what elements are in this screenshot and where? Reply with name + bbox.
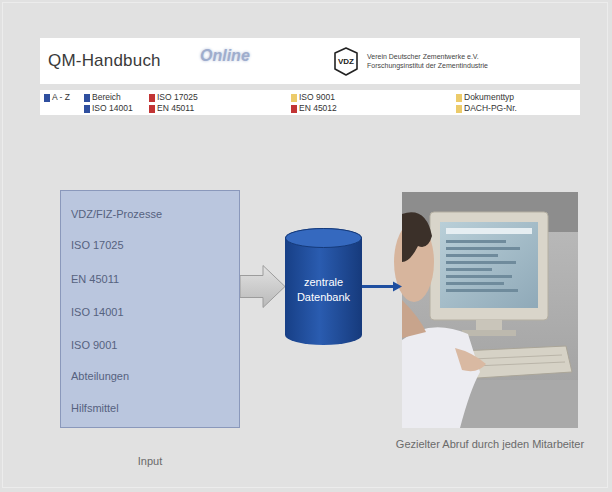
text-slot: Hilfsmittel [71, 402, 119, 414]
nav-marker [44, 94, 50, 102]
navigation-bar: A - Z Bereich ISO 17025 ISO 9001 Dokumenttyp… [40, 90, 580, 115]
arrow-head [393, 282, 402, 292]
nav-item: Bereich [92, 92, 121, 102]
block-arrow-shape [240, 266, 285, 308]
text-slot: ISO 17025 [71, 239, 124, 251]
nav-marker [84, 105, 90, 113]
text-slot: Verein Deutscher Zementwerke e.V. Forsch… [367, 52, 537, 70]
caption-text: Gezielter Abruf durch jeden Mitarbeiter [392, 438, 588, 450]
text-slot: VDZ/FIZ-Prozesse [71, 208, 162, 220]
text-slot: Online [200, 47, 250, 65]
header-banner: QM-Handbuch Online Verein Deutscher Zement… [40, 38, 580, 84]
nav-marker [149, 94, 155, 102]
text-slot: A - Z [52, 92, 70, 102]
input-box: VDZ/FIZ-ProzesseISO 17025 EN 45011ISO 140… [60, 190, 240, 428]
text-slot: Abteilungen [71, 370, 129, 382]
text-slot: EN 45012 [299, 103, 337, 113]
text-slot: ISO 9001 [299, 92, 335, 102]
title-text: QM-Handbuch [48, 51, 161, 71]
nav-item: EN 45011 [157, 103, 194, 113]
organisation-text: Verein Deutscher Zementwerke e.V. Forsch… [367, 52, 537, 70]
text-slot: EN 45011 [71, 273, 119, 285]
text-slot: VDZ [333, 57, 359, 67]
logo-badge: VDZ [333, 47, 359, 76]
cylinder-top [286, 229, 362, 248]
text-slot: zentrale Datenbank [289, 275, 358, 305]
text-slot: DACH-PG-Nr. [464, 103, 517, 113]
text-slot: Gezielter Abruf durch jeden Mitarbeiter [392, 438, 588, 450]
nav-marker [84, 94, 90, 102]
block-arrow [240, 266, 285, 308]
nav-item: EN 45012 [299, 103, 337, 113]
nav-marker [291, 94, 297, 102]
text-slot: ISO 9001 [71, 339, 117, 351]
nav-item: ISO 17025 [157, 92, 198, 102]
text-slot: ISO 17025 [157, 92, 198, 102]
list-item: ISO 17025 [71, 239, 124, 251]
list-item: VDZ/FIZ-Prozesse [71, 208, 162, 220]
text-slot: QM-Handbuch [48, 51, 161, 71]
text-slot: Input [61, 455, 239, 467]
list-item: Abteilungen [71, 370, 129, 382]
nav-item: ISO 14001 [92, 103, 133, 113]
caption-text: Input [61, 455, 239, 467]
nav-marker [291, 105, 297, 113]
faded-text: Online [200, 47, 250, 65]
list-item: ISO 14001 [71, 306, 124, 318]
logo-text: VDZ [333, 57, 359, 67]
text-slot: EN 45011 [157, 103, 194, 113]
nav-item: DACH-PG-Nr. [464, 103, 517, 113]
nav-item: Dokumenttyp [464, 92, 514, 102]
database-text: zentrale Datenbank [289, 275, 358, 305]
nav-item: ISO 9001 [299, 92, 335, 102]
list-item: EN 45011 [71, 273, 119, 285]
text-slot: ISO 14001 [92, 103, 133, 113]
nav-marker [456, 105, 462, 113]
list-item: Hilfsmittel [71, 402, 119, 414]
database-cylinder: zentrale Datenbank [285, 228, 362, 345]
connector-arrow [362, 282, 402, 292]
text-slot: Dokumenttyp [464, 92, 514, 102]
nav-marker [149, 105, 155, 113]
photo-frame: Gezielter Abruf durch jeden Mitarbeiter [402, 192, 578, 428]
cylinder-body [285, 228, 362, 345]
text-slot: ISO 14001 [71, 306, 124, 318]
text-slot: Bereich [92, 92, 121, 102]
nav-item: A - Z [52, 92, 70, 102]
connector-line [362, 285, 393, 288]
nav-marker [456, 94, 462, 102]
photo [394, 192, 578, 428]
list-item: ISO 9001 [71, 339, 117, 351]
